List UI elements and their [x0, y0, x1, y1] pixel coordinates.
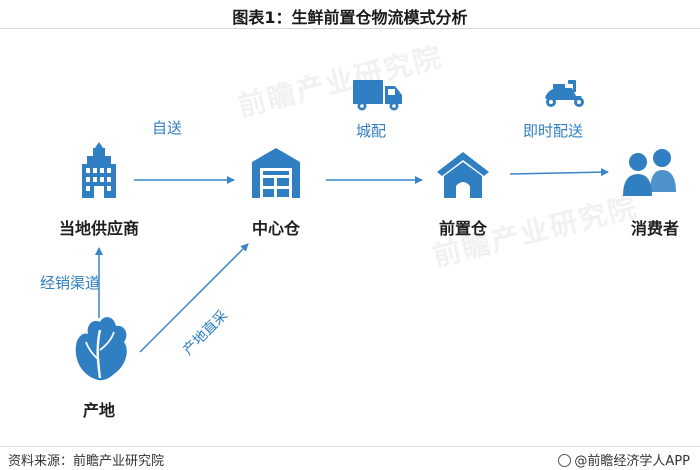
- building-icon: [82, 142, 116, 198]
- footer-divider: [0, 446, 700, 447]
- brand-logo-icon: [558, 454, 572, 467]
- title-divider: [0, 28, 700, 29]
- vegetable-icon: [75, 317, 127, 381]
- node-label-origin: 产地: [82, 401, 115, 420]
- brand-credit: @前瞻经济学人APP: [558, 450, 690, 469]
- diagram-title: 图表1：生鲜前置仓物流模式分析: [232, 8, 468, 27]
- edge-label-instant-delivery: 即时配送: [523, 122, 584, 140]
- node-label-front-warehouse: 前置仓: [438, 219, 487, 238]
- people-icon: [623, 149, 676, 196]
- arrow-origin-to-central: [139, 243, 249, 353]
- edge-label-city-delivery: 城配: [356, 122, 387, 140]
- warehouse-icon: [252, 148, 300, 198]
- arrow-front-to-consumer: [509, 168, 609, 177]
- scooter-icon: [545, 80, 584, 107]
- brand-credit-text: @前瞻经济学人APP: [574, 454, 690, 469]
- source-note: 资料来源：前瞻产业研究院: [8, 454, 165, 469]
- edge-label-self-delivery: 自送: [152, 119, 183, 137]
- truck-icon: [353, 80, 402, 111]
- edge-label-distribution-channel: 经销渠道: [40, 274, 101, 292]
- house-icon: [437, 152, 489, 198]
- node-label-central-warehouse: 中心仓: [251, 219, 300, 238]
- node-label-local-supplier: 当地供应商: [58, 219, 139, 238]
- node-label-consumer: 消费者: [630, 219, 679, 238]
